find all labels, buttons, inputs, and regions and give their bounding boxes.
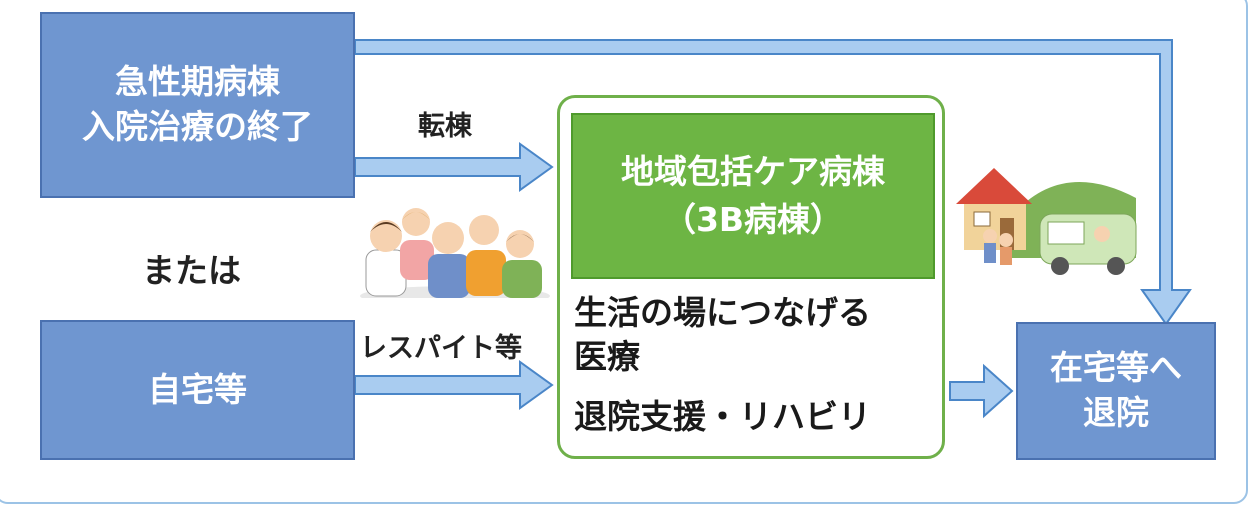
discharge-line1: 在宅等へ: [1050, 348, 1182, 388]
ward-title-line2: （3B病棟）: [662, 200, 844, 239]
arrow-ward-to-discharge: [949, 363, 1014, 419]
acute-ward-line2: 入院治療の終了: [82, 107, 313, 146]
arrow-respite: [354, 360, 554, 410]
acute-ward-box: 急性期病棟 入院治療の終了: [40, 12, 355, 198]
or-label: または: [142, 251, 241, 290]
ward-desc-line2: 医療: [574, 337, 640, 376]
home-box: 自宅等: [40, 320, 355, 460]
medical-staff-and-family-illustration: [360, 208, 550, 298]
respite-label: レスパイト等: [360, 333, 522, 364]
acute-ward-line1: 急性期病棟: [115, 62, 280, 102]
ward-desc-line1: 生活の場につなげる: [574, 293, 871, 332]
ward-desc-line3: 退院支援・リハビリ: [574, 397, 871, 436]
transfer-label: 転棟: [418, 111, 472, 142]
arrow-transfer: [354, 142, 554, 192]
arrow-acute-to-discharge-body: [354, 39, 1192, 326]
discharge-line2: 退院: [1083, 393, 1149, 432]
discharge-box: 在宅等へ 退院: [1016, 322, 1216, 460]
home-label: 自宅等: [148, 369, 247, 409]
ward-title-line1: 地域包括ケア病棟: [621, 152, 885, 192]
community-care-ward-title-box: 地域包括ケア病棟 （3B病棟）: [571, 113, 935, 279]
house-and-vehicle-illustration: [956, 168, 1137, 275]
